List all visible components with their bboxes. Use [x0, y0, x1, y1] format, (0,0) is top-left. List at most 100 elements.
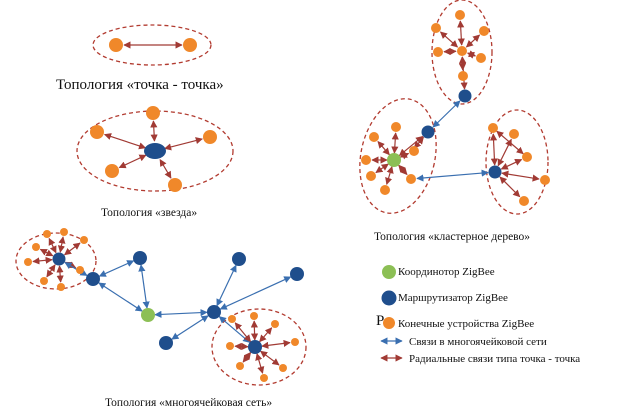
legend-end-device-symbol [383, 317, 395, 329]
end-device-node [540, 175, 550, 185]
radial-link [48, 237, 57, 254]
title-star: Топология «звезда» [101, 207, 198, 219]
mesh-link [154, 309, 208, 318]
radial-link [56, 265, 64, 283]
legend-radial-link-label: Радиальные связи типа точка - точка [409, 353, 581, 365]
mesh-link [138, 264, 150, 309]
legend-end-device-prefix: P [376, 313, 385, 329]
end-device-node [60, 228, 68, 236]
end-device-node [203, 130, 217, 144]
end-device-node [361, 155, 371, 165]
router-node [133, 251, 147, 265]
end-device-node [476, 53, 486, 63]
radial-link [496, 130, 524, 155]
end-device-node [236, 362, 244, 370]
router-node [290, 267, 304, 281]
end-device-node [457, 46, 467, 56]
end-device-node [479, 26, 489, 36]
radial-link [443, 47, 457, 56]
radial-link [63, 242, 81, 256]
radial-link [163, 137, 203, 151]
radial-link [500, 159, 523, 170]
router-node [144, 143, 166, 159]
cluster-border [92, 24, 212, 66]
end-device-node [369, 132, 379, 142]
end-device-node [183, 38, 197, 52]
radial-link [465, 34, 481, 48]
end-device-node [271, 320, 279, 328]
radial-link [234, 342, 249, 351]
radial-link [32, 256, 53, 265]
title-cluster-tree: Топология «кластерное дерево» [374, 231, 531, 243]
legend-router-label: Маршрутизатор ZigBee [398, 292, 508, 304]
end-device-node [57, 283, 65, 291]
mesh-link [416, 169, 489, 182]
radial-link [466, 50, 477, 59]
cluster-border [359, 98, 437, 214]
radial-link [385, 166, 394, 185]
radial-link [489, 133, 498, 166]
radial-link [150, 120, 158, 142]
router-node [207, 305, 221, 319]
end-device-node [391, 122, 401, 132]
end-device-node [24, 258, 32, 266]
end-device-node [522, 152, 532, 162]
radial-link [242, 351, 252, 363]
end-device-node [380, 185, 390, 195]
radial-link [255, 353, 265, 374]
mesh-link [171, 315, 209, 340]
radial-link [46, 264, 56, 278]
end-device-node [509, 129, 519, 139]
router-node [232, 252, 246, 266]
radial-link [234, 322, 252, 343]
end-device-node [366, 171, 376, 181]
coordinator-node [387, 153, 401, 167]
end-device-node [90, 125, 104, 139]
router-node [159, 336, 173, 350]
end-device-node [146, 106, 160, 120]
end-device-node [406, 174, 416, 184]
legend-end-device-label: Конечные устройства ZigBee [398, 318, 535, 330]
legend-coordinator-symbol [382, 265, 396, 279]
cluster-border [431, 0, 493, 105]
radial-link [260, 350, 280, 366]
cluster-border [15, 232, 97, 290]
radial-link [391, 132, 399, 154]
end-device-node [168, 178, 182, 192]
router-node [488, 165, 502, 179]
end-device-node [458, 71, 468, 81]
radial-link [118, 154, 147, 169]
end-device-node [433, 47, 443, 57]
end-device-node [43, 230, 51, 238]
radial-link [57, 236, 66, 253]
radial-link [259, 327, 273, 343]
mesh-link [98, 260, 135, 277]
mesh-link [219, 276, 292, 310]
radial-link [501, 170, 540, 182]
radial-link [250, 320, 259, 341]
router-node [458, 89, 472, 103]
mesh-link [64, 262, 88, 276]
title-mesh: Топология «многоячейковая сеть» [105, 397, 273, 409]
legend-router-symbol [381, 290, 397, 306]
end-device-node [250, 312, 258, 320]
radial-link [159, 158, 172, 179]
end-device-node [105, 164, 119, 178]
end-device-node [488, 123, 498, 133]
end-device-node [76, 266, 84, 274]
end-device-node [409, 146, 419, 156]
cluster-border [76, 110, 234, 192]
radial-link [261, 339, 291, 349]
end-device-node [279, 364, 287, 372]
radial-link [375, 163, 389, 174]
radial-link [103, 133, 147, 150]
router-node [248, 340, 262, 354]
radial-link [439, 31, 459, 48]
end-device-node [291, 338, 299, 346]
router-node [421, 125, 435, 139]
radial-link [398, 164, 408, 176]
legend-coordinator-label: Координотор ZigBee [398, 266, 495, 278]
end-device-node [228, 315, 236, 323]
end-device-node [431, 23, 441, 33]
